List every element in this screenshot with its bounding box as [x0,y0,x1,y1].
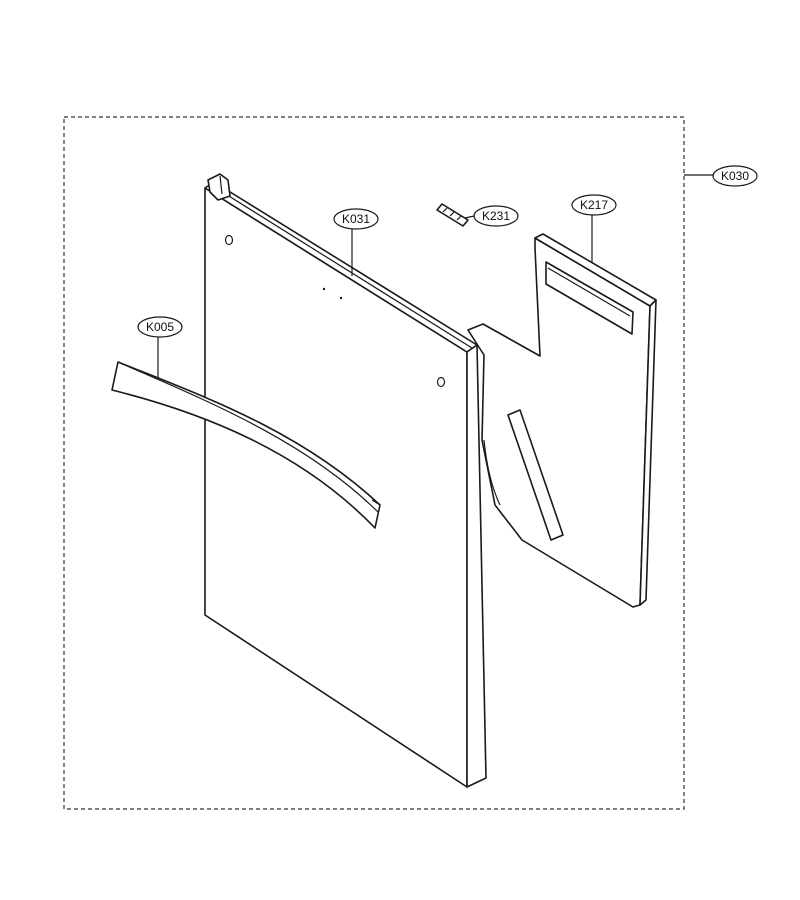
callout-bracket-label: K231 [482,209,510,223]
callout-door-panel-label: K031 [342,212,370,226]
callout-assembly: K030 [684,165,758,187]
inner-liner-side-face [639,299,657,606]
bracket-part [436,203,469,227]
handle-part [111,361,381,529]
door-panel-side-edge [466,344,487,788]
assembly-boundary-box [63,116,685,810]
callout-handle: K005 [137,316,183,378]
inner-liner-body [467,237,651,608]
callout-bracket: K231 [464,205,519,227]
inner-liner-part [467,233,657,608]
inner-liner-side-slot [507,409,564,541]
handle-body [111,361,381,529]
callout-door-panel: K031 [333,208,379,276]
callout-assembly-label: K030 [721,169,749,183]
callout-inner-liner-label: K217 [580,198,608,212]
callout-inner-liner: K217 [571,194,617,262]
callout-handle-label: K005 [146,320,174,334]
